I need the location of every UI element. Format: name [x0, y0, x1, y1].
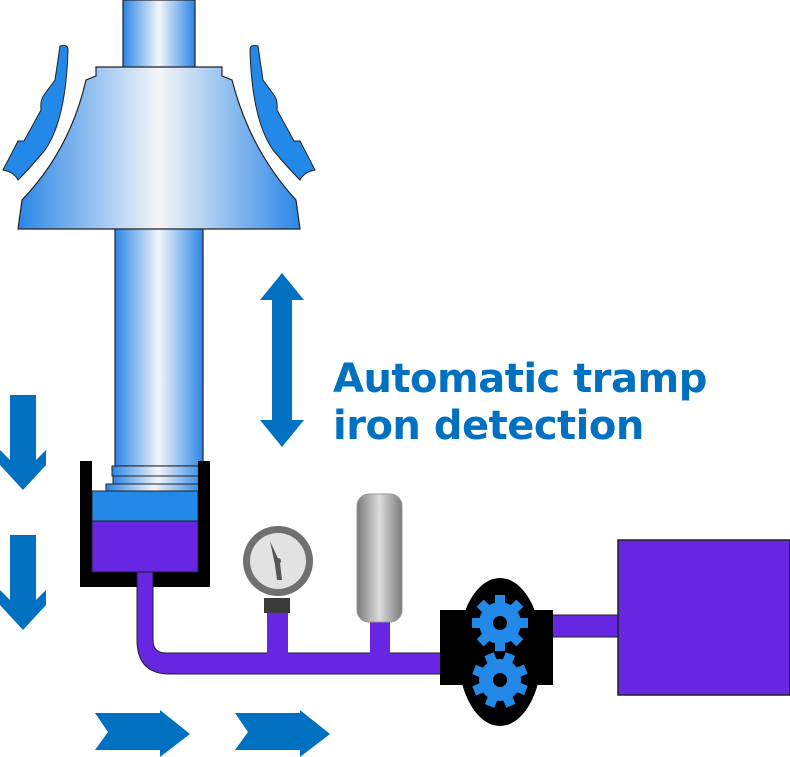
- down-arrow-icon: [0, 395, 46, 490]
- motor: [617, 539, 790, 696]
- main-shaft-lower: [114, 225, 204, 467]
- crusher-mantle: [17, 66, 301, 230]
- up-down-arrow-icon: [260, 273, 304, 447]
- shaft-ring: [112, 475, 204, 485]
- hydraulic-cylinder: [80, 461, 210, 587]
- concave-liner-right: [249, 45, 316, 181]
- shaft-ring: [111, 465, 205, 477]
- concave-liner-left: [2, 45, 69, 181]
- right-arrow-icon: [235, 710, 330, 757]
- caption-line-2: iron detection: [333, 403, 644, 449]
- caption-text: Automatic tramp iron detection: [333, 356, 707, 450]
- pressure-gauge-icon: [243, 526, 313, 613]
- gear-icon: [472, 595, 528, 651]
- oil-chamber: [91, 520, 199, 573]
- gear-icon: [472, 652, 528, 708]
- right-arrow-icon: [95, 710, 190, 757]
- caption-line-1: Automatic tramp: [333, 356, 707, 402]
- gear-pump: [440, 578, 553, 726]
- piston: [91, 490, 199, 522]
- gauge-stem: [267, 610, 288, 654]
- motor-shaft: [551, 614, 619, 638]
- accumulator: [356, 493, 403, 623]
- accumulator-stem: [370, 620, 390, 654]
- oil-pipe: [136, 571, 471, 675]
- down-arrow-icon: [0, 535, 46, 630]
- main-shaft-top: [122, 0, 196, 69]
